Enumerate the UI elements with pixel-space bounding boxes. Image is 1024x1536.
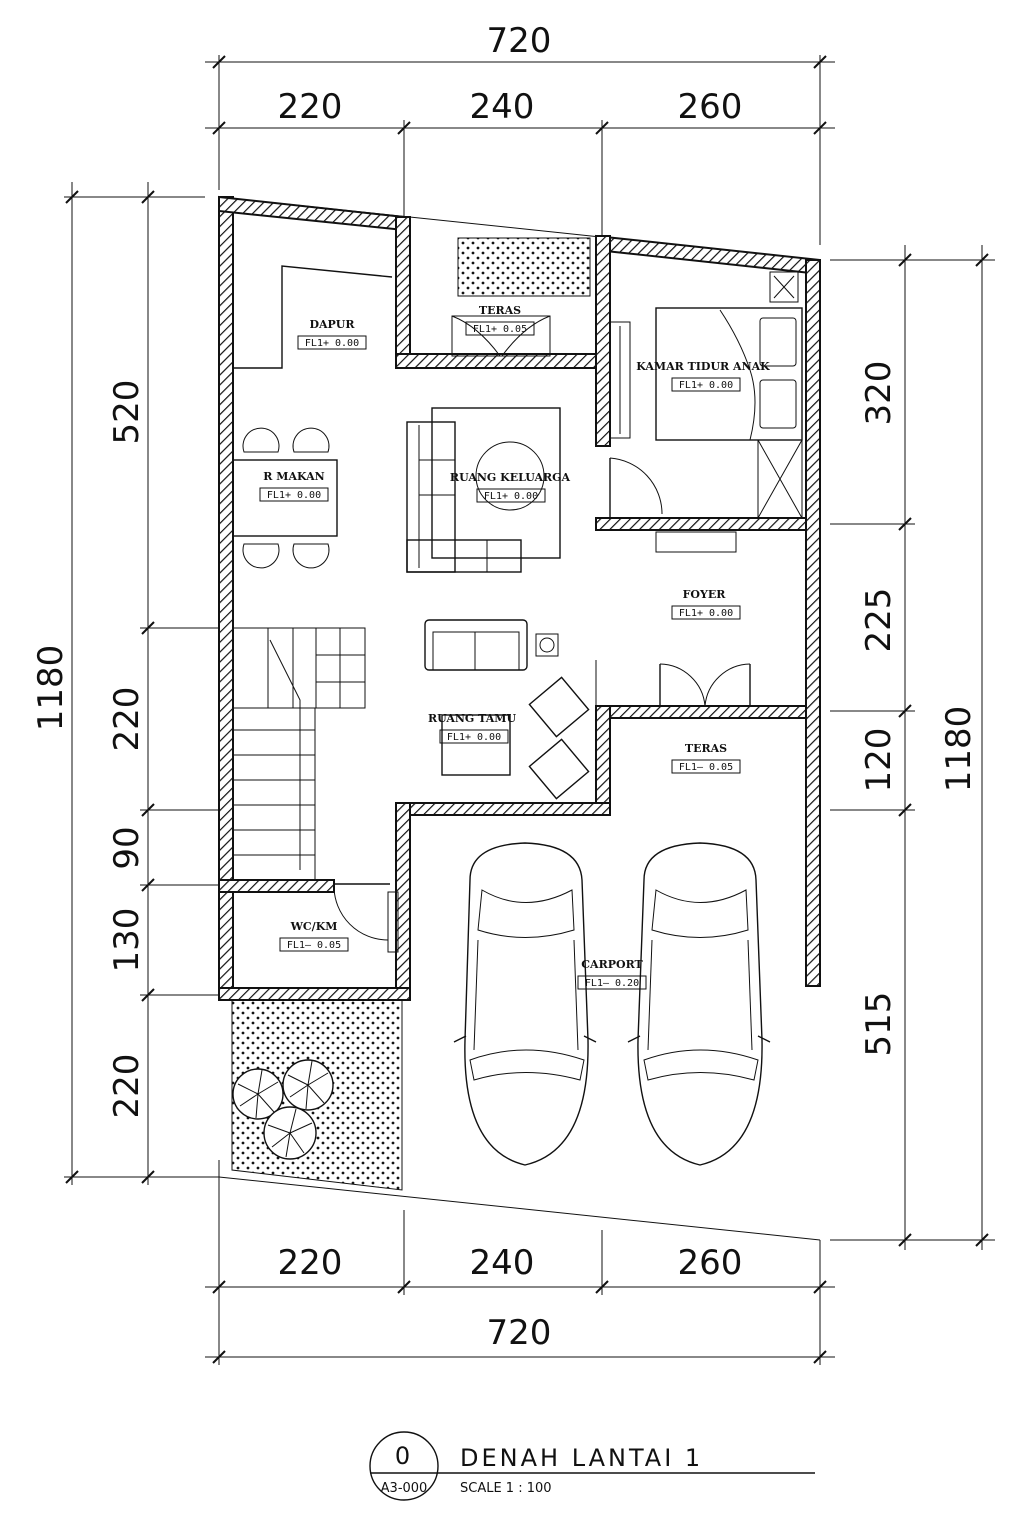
- bedroom-furniture: [609, 271, 803, 553]
- dim-left-seg-5: 220: [107, 1054, 147, 1119]
- dim-left-seg-3: 90: [107, 826, 147, 869]
- drawing-title: DENAH LANTAI 1: [460, 1444, 703, 1472]
- dim-left-seg-4: 130: [107, 908, 147, 973]
- svg-text:FL1— 0.20: FL1— 0.20: [585, 978, 639, 989]
- room-label-teras-court: TERAS FL1+ 0.05: [465, 304, 535, 336]
- svg-text:KAMAR TIDUR ANAK: KAMAR TIDUR ANAK: [636, 360, 770, 373]
- sheet-number: A3-000: [381, 1481, 428, 1496]
- svg-text:R MAKAN: R MAKAN: [263, 470, 324, 483]
- dim-right-total: 1180: [939, 706, 979, 793]
- room-label-carport: CARPORT FL1— 0.20: [577, 958, 647, 990]
- svg-text:FL1— 0.05: FL1— 0.05: [287, 940, 341, 951]
- svg-text:FL1— 0.05: FL1— 0.05: [679, 762, 733, 773]
- dim-right-seg-4: 515: [859, 992, 899, 1057]
- dim-bottom-seg-2: 240: [470, 1243, 535, 1283]
- garden: [231, 999, 403, 1191]
- dim-top-seg-1: 220: [278, 87, 343, 127]
- family-room-furniture: [406, 407, 561, 573]
- svg-text:RUANG TAMU: RUANG TAMU: [428, 712, 517, 725]
- dimension-left: 1180 520 220 90 130 220: [31, 182, 220, 1185]
- svg-text:TERAS: TERAS: [685, 742, 727, 755]
- svg-text:DAPUR: DAPUR: [309, 318, 355, 331]
- svg-text:RUANG KELUARGA: RUANG KELUARGA: [450, 471, 571, 484]
- dimension-top: 720 220 240 260: [205, 21, 835, 245]
- living-room-furniture: [424, 619, 590, 800]
- dim-bottom-total: 720: [487, 1313, 552, 1353]
- inner-court: [451, 237, 591, 357]
- dim-left-seg-1: 520: [107, 380, 147, 445]
- kitchen-counter: [233, 265, 393, 369]
- svg-text:TERAS: TERAS: [479, 304, 521, 317]
- svg-text:FL1+ 0.00: FL1+ 0.00: [267, 490, 321, 501]
- svg-text:FOYER: FOYER: [683, 588, 727, 601]
- walls: [218, 195, 821, 1001]
- svg-text:FL1+ 0.00: FL1+ 0.00: [679, 380, 733, 391]
- dim-top-total: 720: [487, 21, 552, 61]
- svg-text:FL1+ 0.05: FL1+ 0.05: [473, 324, 527, 335]
- title-block: 0 A3-000 DENAH LANTAI 1 SCALE 1 : 100: [369, 1431, 815, 1501]
- dim-right-seg-2: 225: [859, 588, 899, 653]
- drawing-scale: SCALE 1 : 100: [460, 1481, 552, 1496]
- bedroom-door: [609, 457, 663, 518]
- entrance-door: [595, 660, 751, 707]
- svg-text:FL1+ 0.00: FL1+ 0.00: [484, 491, 538, 502]
- dimension-right: 320 225 120 515 1180: [830, 245, 995, 1250]
- room-label-foyer: FOYER FL1+ 0.00: [671, 588, 741, 620]
- shrub-icon: [232, 1059, 334, 1160]
- dim-right-seg-1: 320: [859, 361, 899, 426]
- dining-set: [232, 427, 338, 569]
- svg-text:FL1+ 0.00: FL1+ 0.00: [679, 608, 733, 619]
- room-label-makan: R MAKAN FL1+ 0.00: [259, 470, 329, 502]
- svg-text:CARPORT: CARPORT: [581, 958, 643, 971]
- room-label-dapur: DAPUR FL1+ 0.00: [297, 318, 367, 350]
- dim-bottom-seg-3: 260: [678, 1243, 743, 1283]
- svg-text:FL1+ 0.00: FL1+ 0.00: [447, 732, 501, 743]
- svg-text:WC/KM: WC/KM: [290, 920, 338, 933]
- room-label-keluarga: RUANG KELUARGA FL1+ 0.00: [450, 471, 571, 503]
- room-label-teras-front: TERAS FL1— 0.05: [671, 742, 741, 774]
- dim-bottom-seg-1: 220: [278, 1243, 343, 1283]
- dimension-bottom: 220 240 260 720: [205, 1160, 835, 1365]
- car-left-icon: [453, 842, 597, 1166]
- dim-right-seg-3: 120: [859, 728, 899, 793]
- car-right-icon: [627, 842, 771, 1166]
- room-label-tamu: RUANG TAMU FL1+ 0.00: [428, 712, 517, 744]
- drawing-number: 0: [395, 1442, 413, 1470]
- dim-left-seg-2: 220: [107, 687, 147, 752]
- dim-top-seg-2: 240: [470, 87, 535, 127]
- room-label-kamar: KAMAR TIDUR ANAK FL1+ 0.00: [636, 360, 770, 392]
- svg-text:FL1+ 0.00: FL1+ 0.00: [305, 338, 359, 349]
- staircase: [232, 627, 366, 881]
- wc-door: [333, 883, 399, 953]
- room-label-wc: WC/KM FL1— 0.05: [279, 920, 349, 952]
- dim-top-seg-3: 260: [678, 87, 743, 127]
- dim-left-total: 1180: [31, 645, 71, 732]
